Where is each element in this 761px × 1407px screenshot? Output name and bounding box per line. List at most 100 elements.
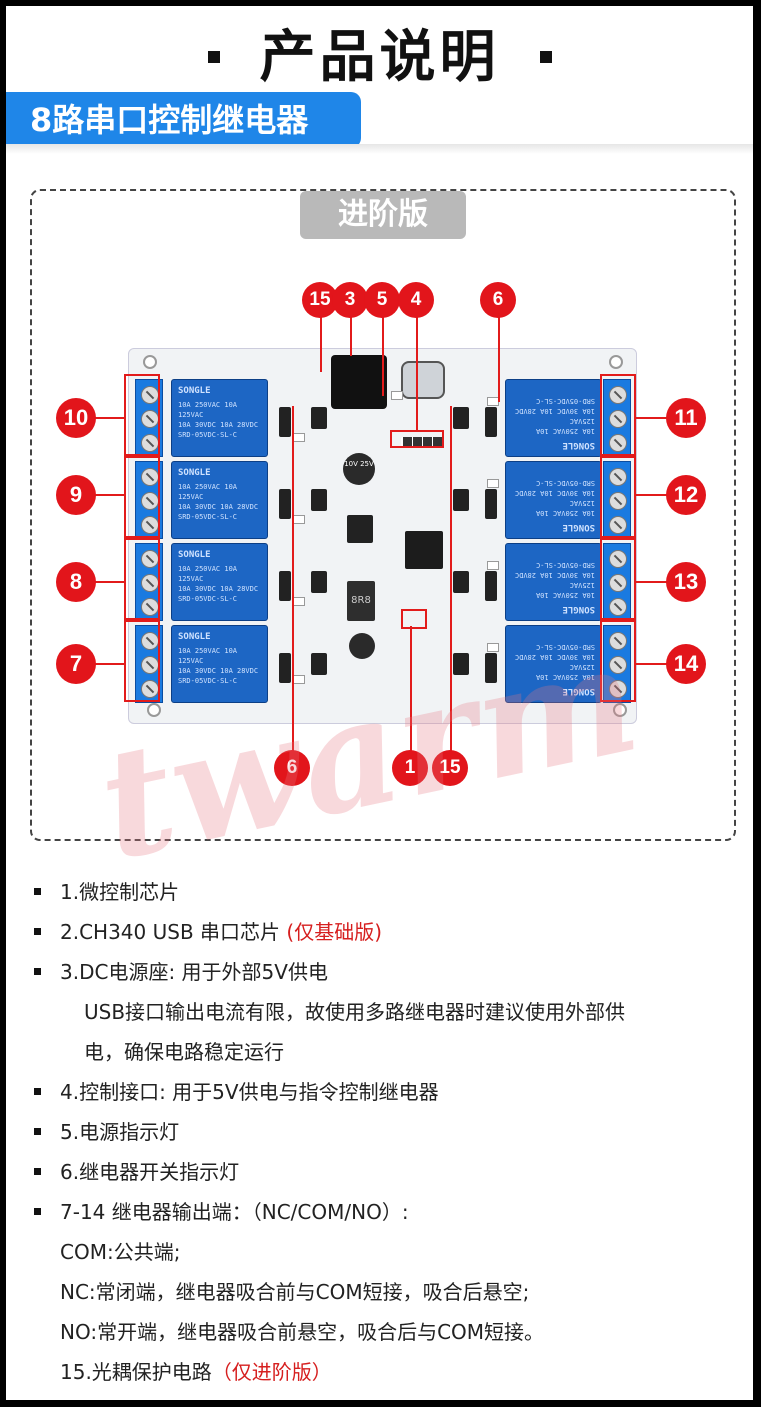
bullet-icon	[34, 1128, 41, 1135]
page-title: 产品说明	[6, 12, 753, 93]
callout-3: 3	[332, 282, 368, 318]
list-item: 1.微控制芯片	[32, 874, 732, 910]
callout-6-top: 6	[480, 282, 516, 318]
capacitor: 10V 25V	[343, 453, 375, 485]
mcu-highlight	[401, 609, 427, 629]
callout-10: 10	[56, 398, 96, 438]
transistor	[485, 571, 497, 601]
ic-chip	[347, 515, 373, 543]
relay-led	[293, 597, 305, 606]
relay-module: SONGLE 10A 250VAC 10A 125VAC 10A 30VDC 1…	[171, 461, 268, 539]
optocoupler	[453, 653, 469, 675]
callout-5: 5	[364, 282, 400, 318]
optocoupler	[311, 653, 327, 675]
optocoupler	[453, 489, 469, 511]
title-square-right-icon	[539, 50, 552, 63]
relay-led	[293, 675, 305, 684]
callout-13: 13	[666, 562, 706, 602]
list-item: 15.光耦保护电路（仅进阶版）	[60, 1360, 332, 1384]
transistor	[485, 653, 497, 683]
relay-module: SONGLE 10A 250VAC 10A 125VAC 10A 30VDC 1…	[505, 461, 602, 539]
title-square-left-icon	[207, 50, 220, 63]
optocoupler	[453, 407, 469, 429]
bullet-icon	[34, 1168, 41, 1175]
relay-led	[293, 433, 305, 442]
list-item-detail: 电，确保电路稳定运行	[84, 1040, 284, 1064]
list-item: 5.电源指示灯	[32, 1114, 732, 1150]
callout-7: 7	[56, 644, 96, 684]
bullet-icon	[34, 1088, 41, 1095]
callout-14: 14	[666, 644, 706, 684]
relay-module: SONGLE 10A 250VAC 10A 125VAC 10A 30VDC 1…	[505, 543, 602, 621]
terminal-highlight	[124, 456, 160, 538]
header-pins	[401, 437, 443, 447]
optocoupler	[311, 571, 327, 593]
mount-hole	[143, 355, 157, 369]
power-led	[391, 391, 403, 400]
relay-led	[293, 515, 305, 524]
mount-hole	[609, 355, 623, 369]
terminal-highlight	[124, 374, 160, 456]
callout-12: 12	[666, 475, 706, 515]
diagram-frame	[30, 189, 736, 841]
banner-divider	[6, 144, 753, 154]
relay-module: SONGLE 10A 250VAC 10A 125VAC 10A 30VDC 1…	[171, 379, 268, 457]
callout-8: 8	[56, 562, 96, 602]
terminal-highlight	[124, 620, 160, 702]
header-highlight	[390, 430, 444, 448]
transistor	[279, 489, 291, 519]
callout-1: 1	[392, 750, 428, 786]
list-item-detail: USB接口输出电流有限，故使用多路继电器时建议使用外部供	[84, 1000, 626, 1024]
relay-board: SONGLE 10A 250VAC 10A 125VAC 10A 30VDC 1…	[128, 348, 637, 724]
transistor	[279, 653, 291, 683]
mount-hole	[613, 703, 627, 717]
relay-module: SONGLE 10A 250VAC 10A 125VAC 10A 30VDC 1…	[171, 625, 268, 703]
product-description-page: 产品说明 8路串口控制继电器 进阶版 SONGLE 10A 250VAC 10A…	[6, 6, 753, 1400]
screw-terminal	[603, 379, 631, 457]
relay-module: SONGLE 10A 250VAC 10A 125VAC 10A 30VDC 1…	[505, 625, 602, 703]
usb-c-port	[401, 361, 445, 399]
relay-led	[487, 479, 499, 488]
list-item: 2.CH340 USB 串口芯片 (仅基础版)	[32, 914, 732, 950]
transistor	[485, 489, 497, 519]
list-item-detail: NC:常闭端，继电器吸合前与COM短接，吸合后悬空;	[60, 1280, 530, 1304]
bullet-icon	[34, 888, 41, 895]
screw-terminal	[603, 543, 631, 621]
dc-jack	[331, 355, 387, 409]
list-item-detail: NO:常开端，继电器吸合前悬空，吸合后与COM短接。	[60, 1320, 545, 1344]
list-item-detail: COM:公共端;	[60, 1240, 181, 1264]
capacitor	[349, 633, 375, 659]
terminal-highlight	[600, 620, 636, 702]
terminal-highlight	[124, 538, 160, 620]
screw-terminal	[603, 625, 631, 703]
list-item: 6.继电器开关指示灯	[32, 1154, 732, 1190]
inductor: 8R8	[347, 581, 375, 621]
version-badge: 进阶版	[300, 191, 466, 239]
callout-11: 11	[666, 398, 706, 438]
terminal-highlight	[600, 374, 636, 456]
callout-4: 4	[398, 282, 434, 318]
bullet-icon	[34, 968, 41, 975]
screw-terminal	[603, 461, 631, 539]
list-item: 4.控制接口: 用于5V供电与指令控制继电器	[32, 1074, 732, 1110]
bullet-icon	[34, 1208, 41, 1215]
relay-module: SONGLE 10A 250VAC 10A 125VAC 10A 30VDC 1…	[171, 543, 268, 621]
optocoupler	[311, 407, 327, 429]
relay-led	[487, 643, 499, 652]
mount-hole	[147, 703, 161, 717]
list-item: 3.DC电源座: 用于外部5V供电	[32, 954, 732, 990]
relay-led	[487, 561, 499, 570]
microcontroller-chip	[405, 531, 443, 569]
callout-6-bottom: 6	[274, 750, 310, 786]
callout-9: 9	[56, 475, 96, 515]
callout-15-bottom: 15	[432, 750, 468, 786]
list-item: 7-14 继电器输出端：（NC/COM/NO）:	[32, 1194, 732, 1230]
transistor	[485, 407, 497, 437]
product-banner: 8路串口控制继电器	[6, 92, 361, 148]
transistor	[279, 571, 291, 601]
optocoupler	[311, 489, 327, 511]
optocoupler	[453, 571, 469, 593]
transistor	[279, 407, 291, 437]
terminal-highlight	[600, 456, 636, 538]
relay-module: SONGLE 10A 250VAC 10A 125VAC 10A 30VDC 1…	[505, 379, 602, 457]
